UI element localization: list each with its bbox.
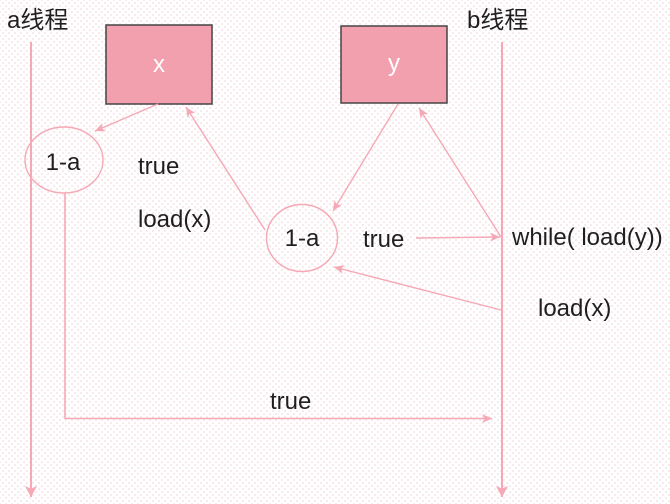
box-y-label: y bbox=[388, 50, 400, 77]
annotation-load-x-left: load(x) bbox=[138, 206, 211, 233]
annotation-load-x-right: load(x) bbox=[538, 295, 611, 322]
annotation-while-load-y: while( load(y)) bbox=[511, 224, 663, 251]
arrow-box-x-to-left-circle bbox=[94, 103, 159, 132]
arrow-center-circle-to-box-x bbox=[185, 106, 266, 231]
box-x-label: x bbox=[153, 51, 165, 78]
arrow-box-y-to-center-circle bbox=[332, 103, 399, 212]
arrow-while-to-box-y bbox=[418, 107, 502, 238]
center-circle-label: 1-a bbox=[285, 225, 320, 252]
value-circle-left bbox=[24, 126, 104, 194]
left-circle-label: 1-a bbox=[46, 149, 81, 176]
variable-box-y bbox=[340, 25, 448, 104]
value-circle-center bbox=[265, 203, 339, 273]
annotation-true-center: true bbox=[363, 226, 404, 253]
thread-a-title: a线程 bbox=[7, 7, 68, 34]
arrow-true-to-thread-b bbox=[415, 232, 501, 242]
annotation-true-left: true bbox=[138, 153, 179, 180]
elbow-arrow-left-circle-to-thread-b bbox=[64, 193, 492, 423]
arrow-load-x-to-center-circle bbox=[333, 265, 502, 311]
annotation-true-bottom: true bbox=[270, 388, 311, 415]
variable-box-x bbox=[105, 24, 213, 105]
thread-b-title: b线程 bbox=[467, 7, 528, 34]
